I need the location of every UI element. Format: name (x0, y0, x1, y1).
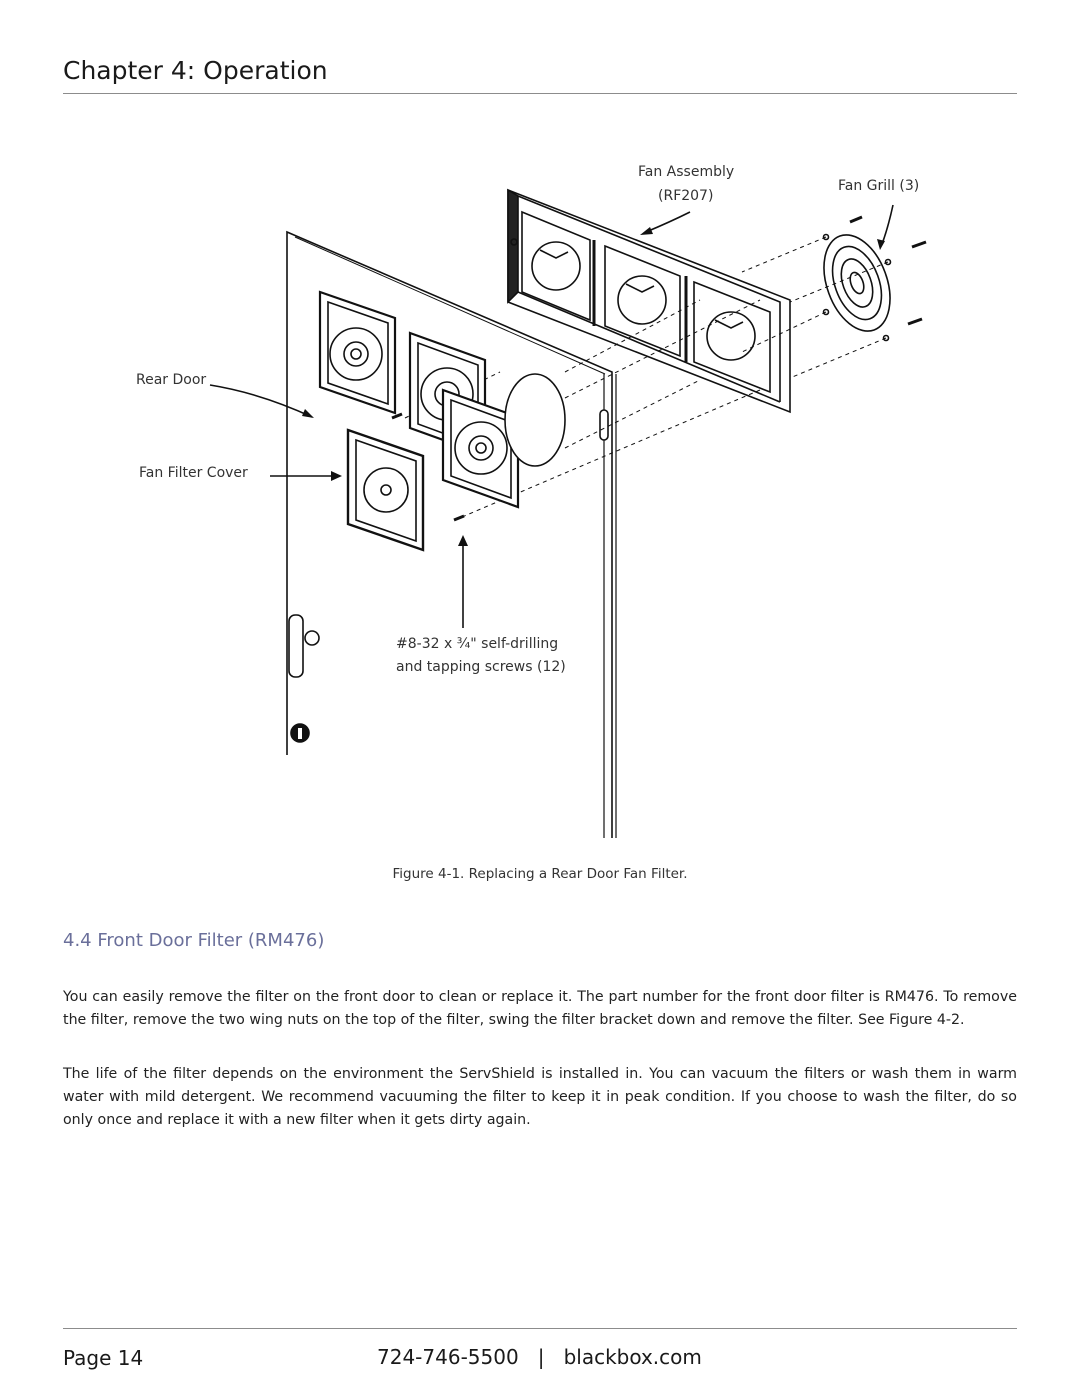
fan-assembly-drawing (507, 188, 791, 414)
figure-caption: Figure 4-1. Replacing a Rear Door Fan Fi… (392, 866, 688, 882)
section-heading: 4.4 Front Door Filter (RM476) (63, 930, 325, 951)
screws-label-line1: #8-32 x ¾" self-drilling (396, 636, 559, 652)
screws-label-line2: and tapping screws (12) (396, 659, 566, 675)
fan-filter-diagram (209, 188, 927, 838)
header-divider (63, 93, 1017, 94)
chapter-title: Chapter 4: Operation (63, 56, 328, 85)
door-fan-filters-drawing (318, 290, 566, 552)
footer-divider (63, 1328, 1017, 1329)
fan-grill-label: Fan Grill (3) (838, 178, 920, 194)
page-number: Page 14 (63, 1346, 144, 1370)
body-paragraph-2: The life of the filter depends on the en… (63, 1066, 1017, 1128)
rear-door-label: Rear Door (136, 372, 207, 388)
fan-assembly-part-label: (RF207) (658, 188, 714, 204)
footer-contact: 724-746-5500 | blackbox.com (377, 1345, 702, 1369)
rear-door-drawing (286, 230, 617, 838)
fan-grill-drawing (822, 215, 927, 342)
fan-assembly-label: Fan Assembly (638, 164, 735, 180)
fan-filter-cover-label: Fan Filter Cover (139, 465, 248, 481)
body-paragraph-1: You can easily remove the filter on the … (63, 989, 1017, 1028)
fan-filter-figure: Fan Assembly (RF207) Fan Grill (3) Rear … (0, 140, 1080, 860)
